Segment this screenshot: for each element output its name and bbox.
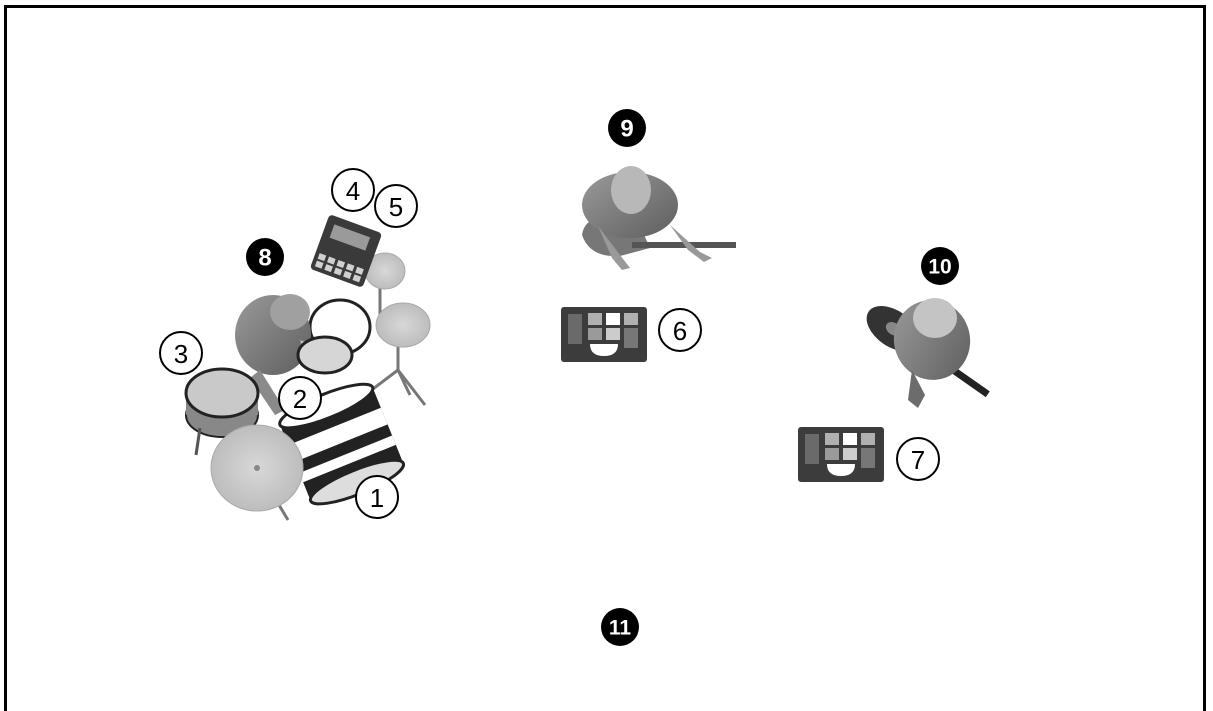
marker-5-label: 5 xyxy=(389,192,403,222)
marker-4-label: 4 xyxy=(346,176,360,206)
marker-6: 6 xyxy=(658,308,702,352)
marker-1-label: 1 xyxy=(370,483,384,513)
marker-8: 8 xyxy=(246,238,284,276)
marker-7: 7 xyxy=(896,437,940,481)
marker-3-label: 3 xyxy=(174,339,188,369)
crash-cymbal xyxy=(210,424,304,521)
marker-8-label: 8 xyxy=(258,245,271,272)
drum-kit xyxy=(184,215,431,521)
pedalboard-right xyxy=(798,427,884,482)
snare-drum xyxy=(296,335,354,375)
marker-2: 2 xyxy=(278,376,322,420)
drum-machine xyxy=(310,215,382,287)
floor-tom xyxy=(184,367,260,456)
marker-10-label: 10 xyxy=(928,256,951,279)
marker-5: 5 xyxy=(374,184,418,228)
marker-4: 4 xyxy=(331,168,375,212)
marker-7-label: 7 xyxy=(911,445,925,475)
diagram-frame xyxy=(4,5,1206,711)
marker-11-label: 11 xyxy=(609,617,632,640)
marker-9-label: 9 xyxy=(620,116,633,143)
marker-9: 9 xyxy=(608,109,646,147)
guitarist-right-figure xyxy=(866,298,990,408)
marker-1: 1 xyxy=(355,475,399,519)
marker-11: 11 xyxy=(601,608,639,646)
ride-cymbal xyxy=(375,302,431,348)
marker-10: 10 xyxy=(921,247,959,285)
bass-drum xyxy=(278,382,406,506)
marker-6-label: 6 xyxy=(673,316,687,346)
marker-2-label: 2 xyxy=(293,384,307,414)
marker-3: 3 xyxy=(159,331,203,375)
pedalboard-center xyxy=(561,307,647,362)
guitarist-center-figure xyxy=(582,166,736,270)
